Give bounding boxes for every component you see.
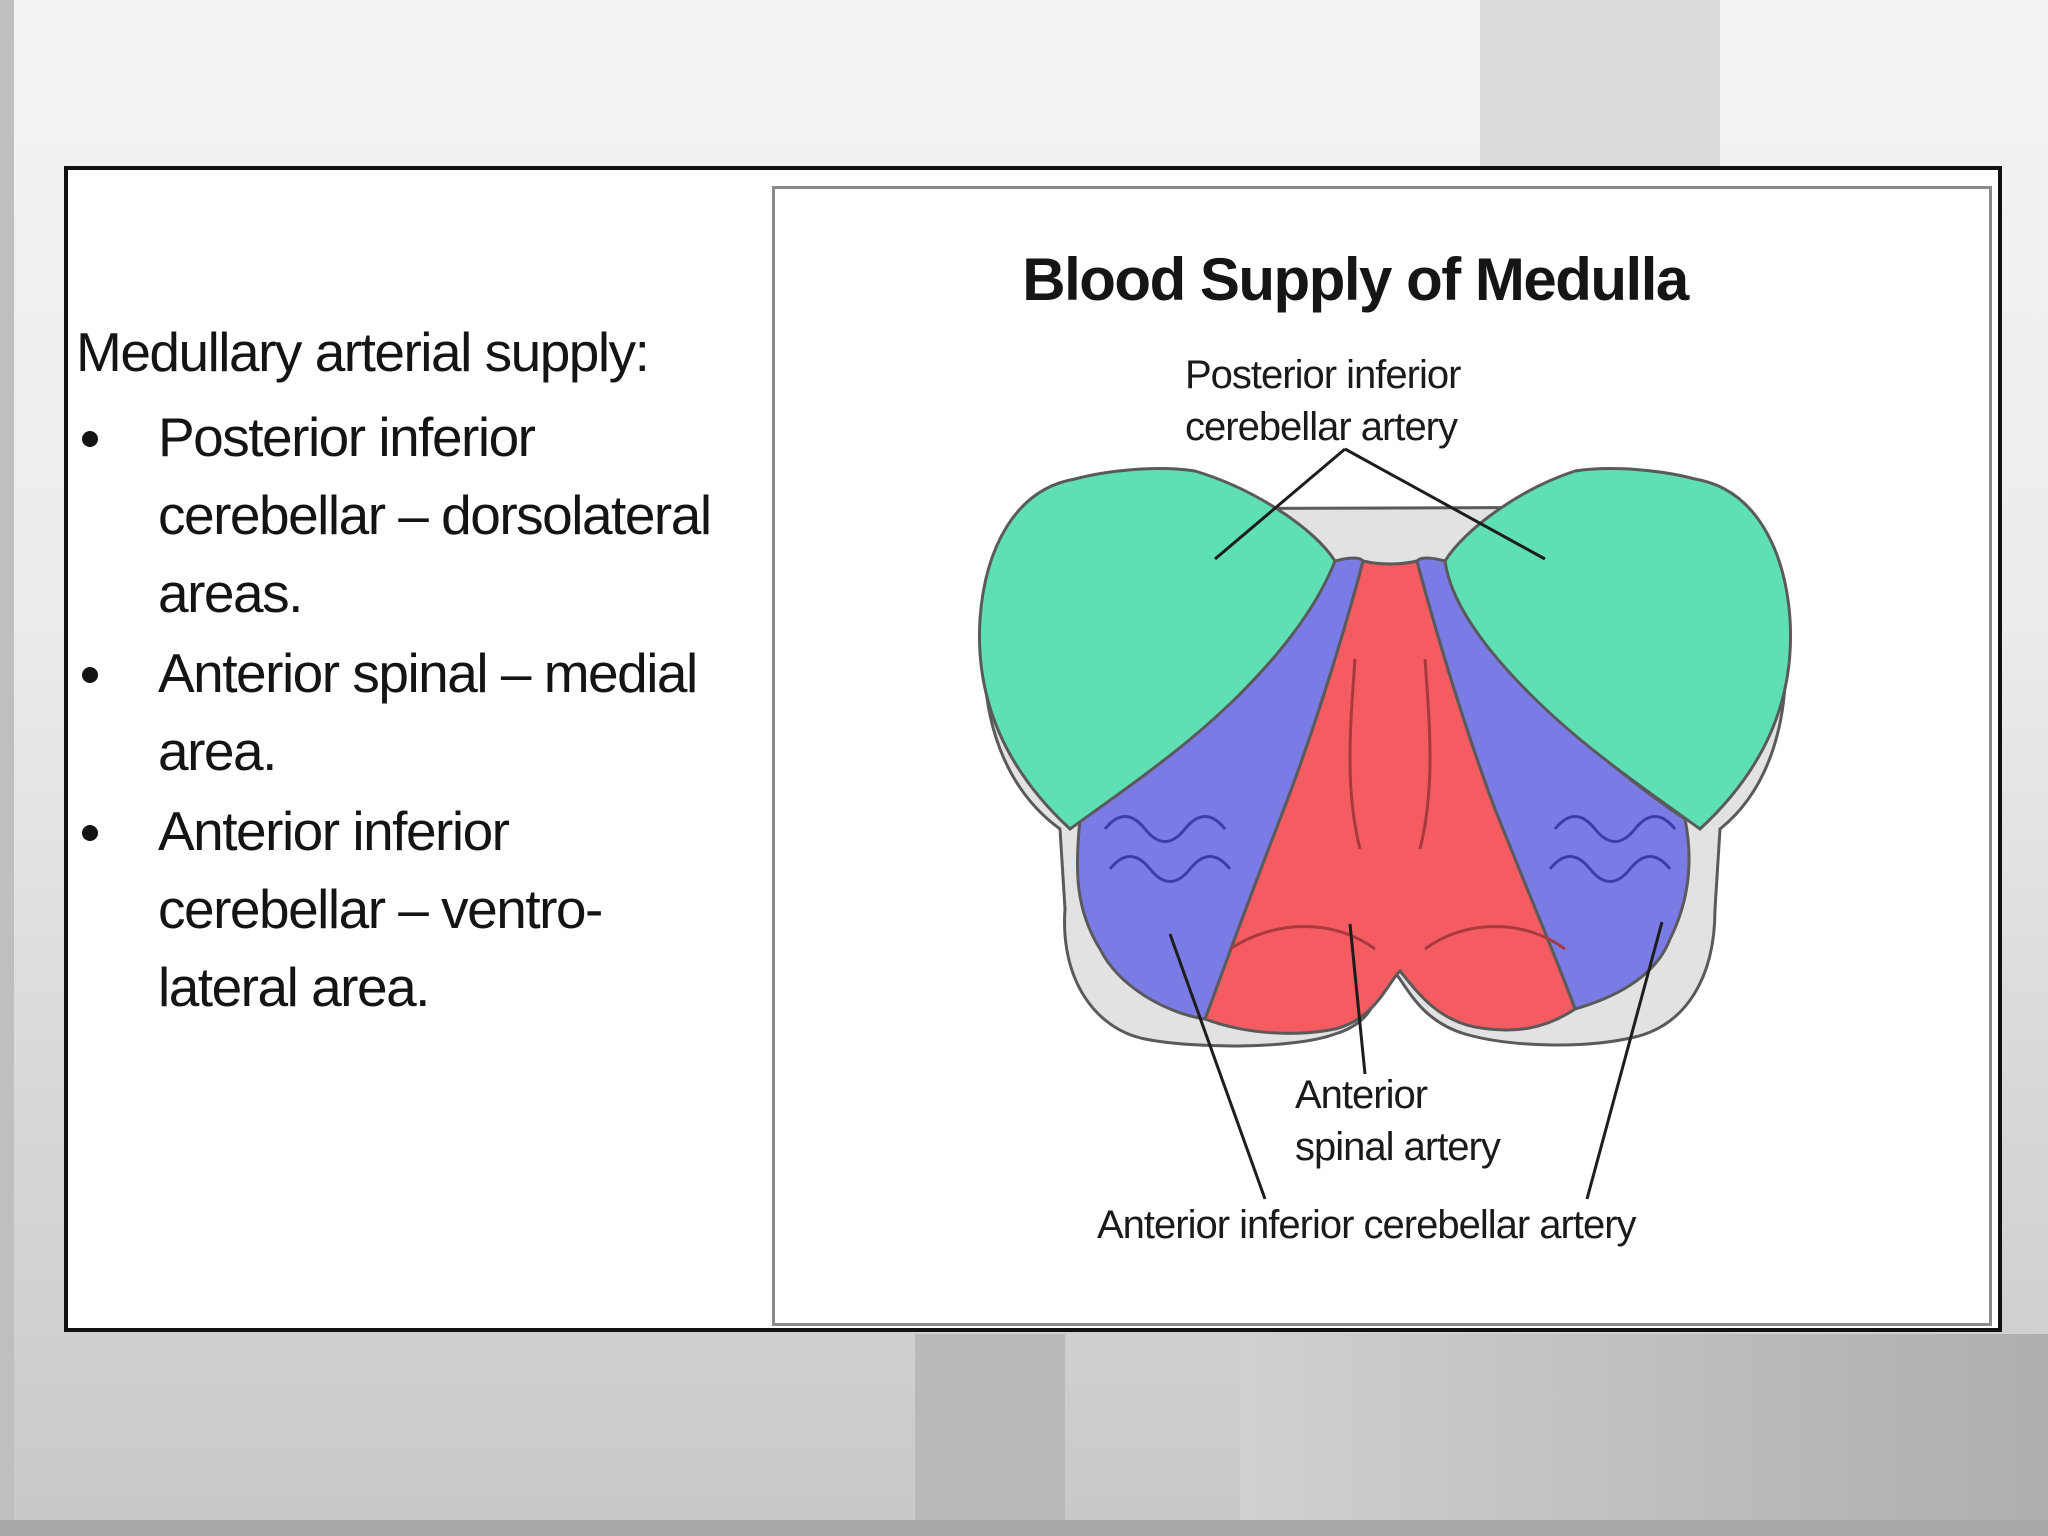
bullet-item-pica: Posterior inferior cerebellar – dorsolat… (76, 398, 796, 632)
pointer-asa (1348, 923, 1367, 1075)
pica-region-right (1443, 467, 1793, 831)
bg-edge-left (0, 0, 14, 1536)
pointer-aica-left (1168, 933, 1267, 1200)
bullet-item-asa: Anterior spinal – medial area. (76, 634, 796, 790)
label-pica-line: Posterior inferior (1185, 353, 1461, 397)
pointer-pica-right (1344, 447, 1546, 561)
bullet-line: cerebellar – ventro- (158, 878, 603, 940)
bullet-line: areas. (158, 562, 303, 624)
bullet-line: Anterior spinal – medial (158, 642, 698, 704)
figure-panel: Blood Supply of Medulla Posterior inferi… (772, 186, 1992, 1326)
bullet-icon (82, 825, 98, 841)
bullet-line: Posterior inferior (158, 406, 536, 468)
bullet-line: area. (158, 720, 277, 782)
bullet-line: lateral area. (158, 956, 430, 1018)
olive-left (1103, 815, 1232, 883)
bg-edge-bottom (0, 1520, 2048, 1536)
slide-text-column: Medullary arterial supply: Posterior inf… (76, 320, 796, 1028)
slide-frame: Medullary arterial supply: Posterior inf… (64, 166, 2002, 1332)
pica-region-left (977, 467, 1337, 831)
label-asa-line: spinal artery (1295, 1125, 1501, 1169)
inner-fissure (1348, 658, 1432, 850)
pointer-aica-right (1585, 921, 1664, 1200)
bullet-item-aica: Anterior inferior cerebellar – ventro- l… (76, 792, 796, 1026)
bg-pillar (1480, 0, 1720, 170)
label-asa: Anterior spinal artery (1295, 1069, 1501, 1173)
label-aica: Anterior inferior cerebellar artery (1097, 1203, 1637, 1247)
label-asa-line: Anterior (1295, 1073, 1428, 1117)
bullet-list: Posterior inferior cerebellar – dorsolat… (76, 398, 796, 1026)
pyramid-left (1229, 925, 1376, 951)
figure-title: Blood Supply of Medulla (1022, 246, 1689, 313)
medulla-diagram (977, 447, 1793, 1200)
label-pica-line: cerebellar artery (1185, 405, 1458, 449)
olive-right (1548, 815, 1677, 883)
bullet-icon (82, 667, 98, 683)
bullet-line: Anterior inferior (158, 800, 510, 862)
intro-heading: Medullary arterial supply: (76, 321, 650, 383)
bg-shape-right (1240, 1334, 2048, 1536)
label-pointers (1168, 447, 1664, 1200)
pyramid-right (1424, 925, 1566, 951)
label-pica: Posterior inferior cerebellar artery (1185, 349, 1461, 453)
bullet-line: cerebellar – dorsolateral (158, 484, 712, 546)
bullet-icon (82, 431, 98, 447)
bg-post (915, 1334, 1065, 1536)
pointer-pica-left (1214, 447, 1346, 561)
